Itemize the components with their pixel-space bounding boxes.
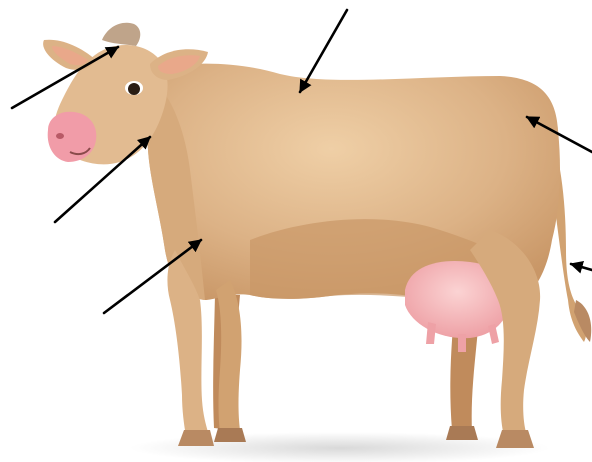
horn-tuft <box>102 23 140 46</box>
hoof-front-far <box>214 428 246 442</box>
teat-2 <box>458 334 466 352</box>
cow-illustration <box>43 23 591 448</box>
hoof-hind-near <box>496 430 534 448</box>
hoof-front-near <box>178 430 214 446</box>
pupil <box>128 83 140 95</box>
nostril <box>56 133 64 139</box>
teat-3 <box>488 324 499 344</box>
hoof-hind-far <box>446 426 478 440</box>
arrow-tail <box>571 264 592 270</box>
